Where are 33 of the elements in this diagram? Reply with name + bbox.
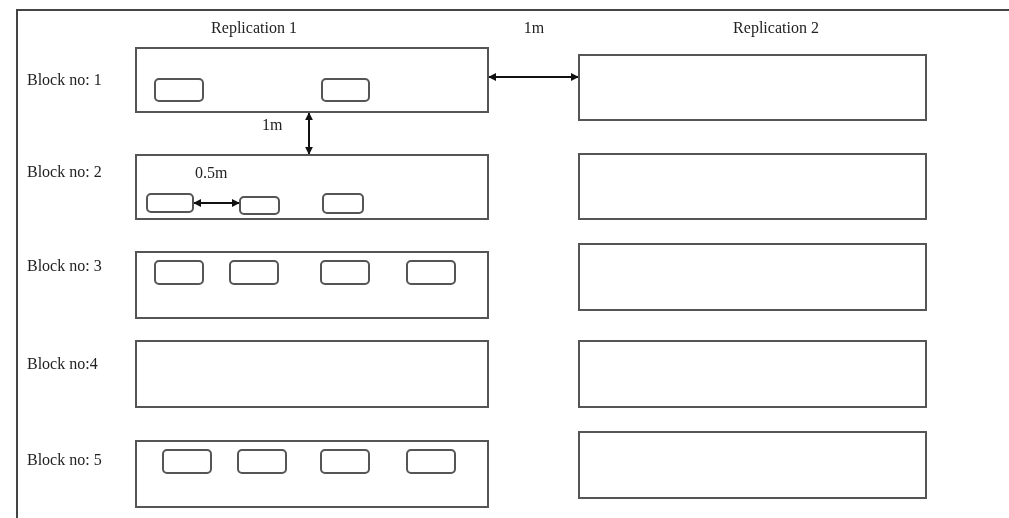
block-plot (578, 340, 927, 408)
block-label: Block no:4 (27, 355, 98, 373)
sub-plot (406, 449, 456, 474)
sub-plot (154, 260, 204, 285)
sub-plot (406, 260, 456, 285)
sub-plot (320, 449, 370, 474)
sub-plot (237, 449, 287, 474)
sub-plot (239, 196, 280, 215)
block-plot (135, 440, 489, 508)
sub-plot (162, 449, 212, 474)
block-plot (578, 54, 927, 121)
column-heading: Replication 2 (733, 19, 819, 37)
block-label: Block no: 1 (27, 71, 102, 89)
block-plot (578, 153, 927, 220)
sub-plot (320, 260, 370, 285)
sub-plot (146, 193, 194, 213)
double-arrow (305, 112, 313, 155)
block-plot (135, 47, 489, 113)
block-plot (135, 251, 489, 319)
block-plot (135, 340, 489, 408)
sub-plot (322, 193, 364, 214)
column-heading: Replication 1 (211, 19, 297, 37)
sub-plot (229, 260, 279, 285)
block-label: Block no: 3 (27, 257, 102, 275)
sub-plot (321, 78, 370, 102)
block-plot (135, 154, 489, 220)
block-label: Block no: 2 (27, 163, 102, 181)
double-arrow (193, 199, 240, 207)
sub-plot (154, 78, 204, 102)
block-label: Block no: 5 (27, 451, 102, 469)
double-arrow (488, 73, 579, 81)
block-plot (578, 243, 927, 311)
block-plot (578, 431, 927, 499)
